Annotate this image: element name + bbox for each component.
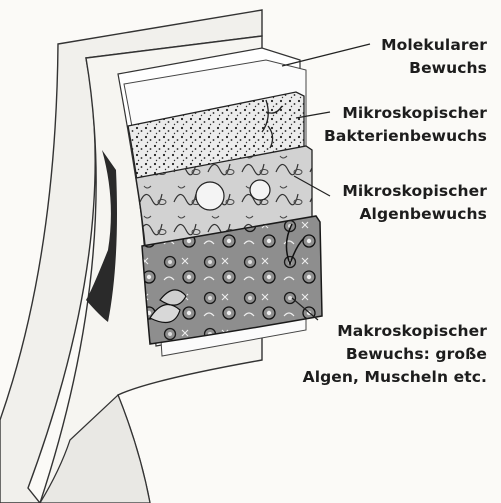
label-molecular-line2: Bewuchs xyxy=(381,57,487,80)
label-macro-line3: Algen, Muscheln etc. xyxy=(303,366,487,389)
algae-cell xyxy=(250,180,270,200)
label-macro-line2: Bewuchs: große xyxy=(303,343,487,366)
algae-cell xyxy=(196,182,224,210)
leader-molecular xyxy=(282,44,370,66)
label-macro-growth: Makroskopischer Bewuchs: große Algen, Mu… xyxy=(303,320,487,389)
label-algae-line2: Algenbewuchs xyxy=(342,203,487,226)
label-bacteria-line2: Bakterienbewuchs xyxy=(324,125,487,148)
label-molecular-line1: Molekularer xyxy=(381,34,487,57)
label-molecular-growth: Molekularer Bewuchs xyxy=(381,34,487,80)
label-macro-line1: Makroskopischer xyxy=(303,320,487,343)
label-algae-line1: Mikroskopischer xyxy=(342,180,487,203)
label-bacteria-line1: Mikroskopischer xyxy=(324,102,487,125)
label-bacterial-growth: Mikroskopischer Bakterienbewuchs xyxy=(324,102,487,148)
label-algal-growth: Mikroskopischer Algenbewuchs xyxy=(342,180,487,226)
